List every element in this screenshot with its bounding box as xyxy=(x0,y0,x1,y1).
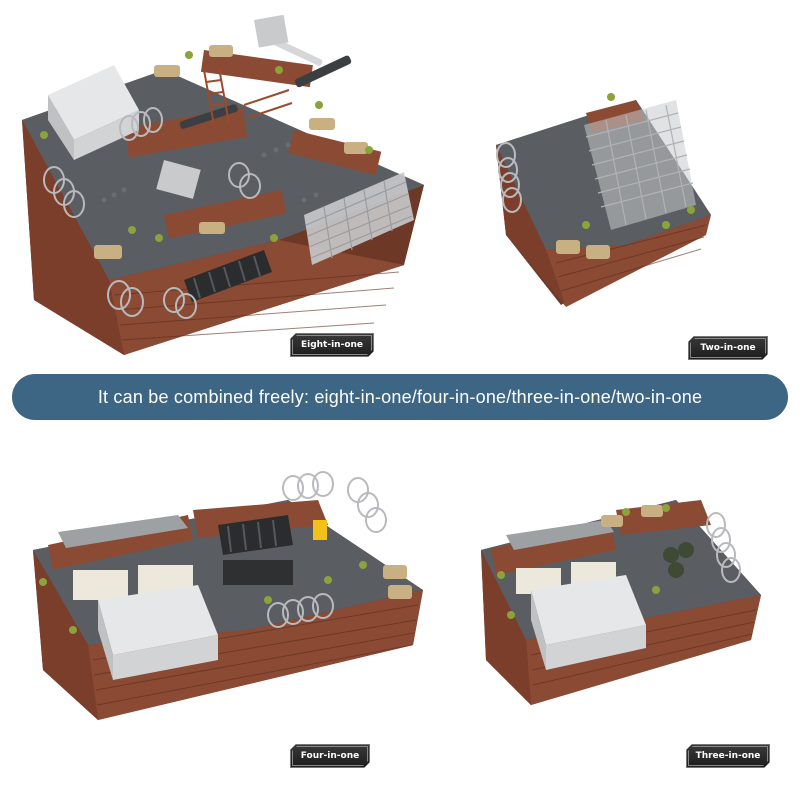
eight-in-one-label: Eight-in-one xyxy=(290,333,374,357)
four-in-one-label: Four-in-one xyxy=(290,744,370,768)
two-in-one-image xyxy=(486,85,726,315)
combination-banner: It can be combined freely: eight-in-one/… xyxy=(12,374,788,420)
eight-in-one-image xyxy=(14,10,434,360)
three-in-one-image xyxy=(476,490,766,715)
four-in-one-image xyxy=(28,470,428,730)
three-in-one-label: Three-in-one xyxy=(686,744,770,768)
two-in-one-label: Two-in-one xyxy=(688,336,768,360)
